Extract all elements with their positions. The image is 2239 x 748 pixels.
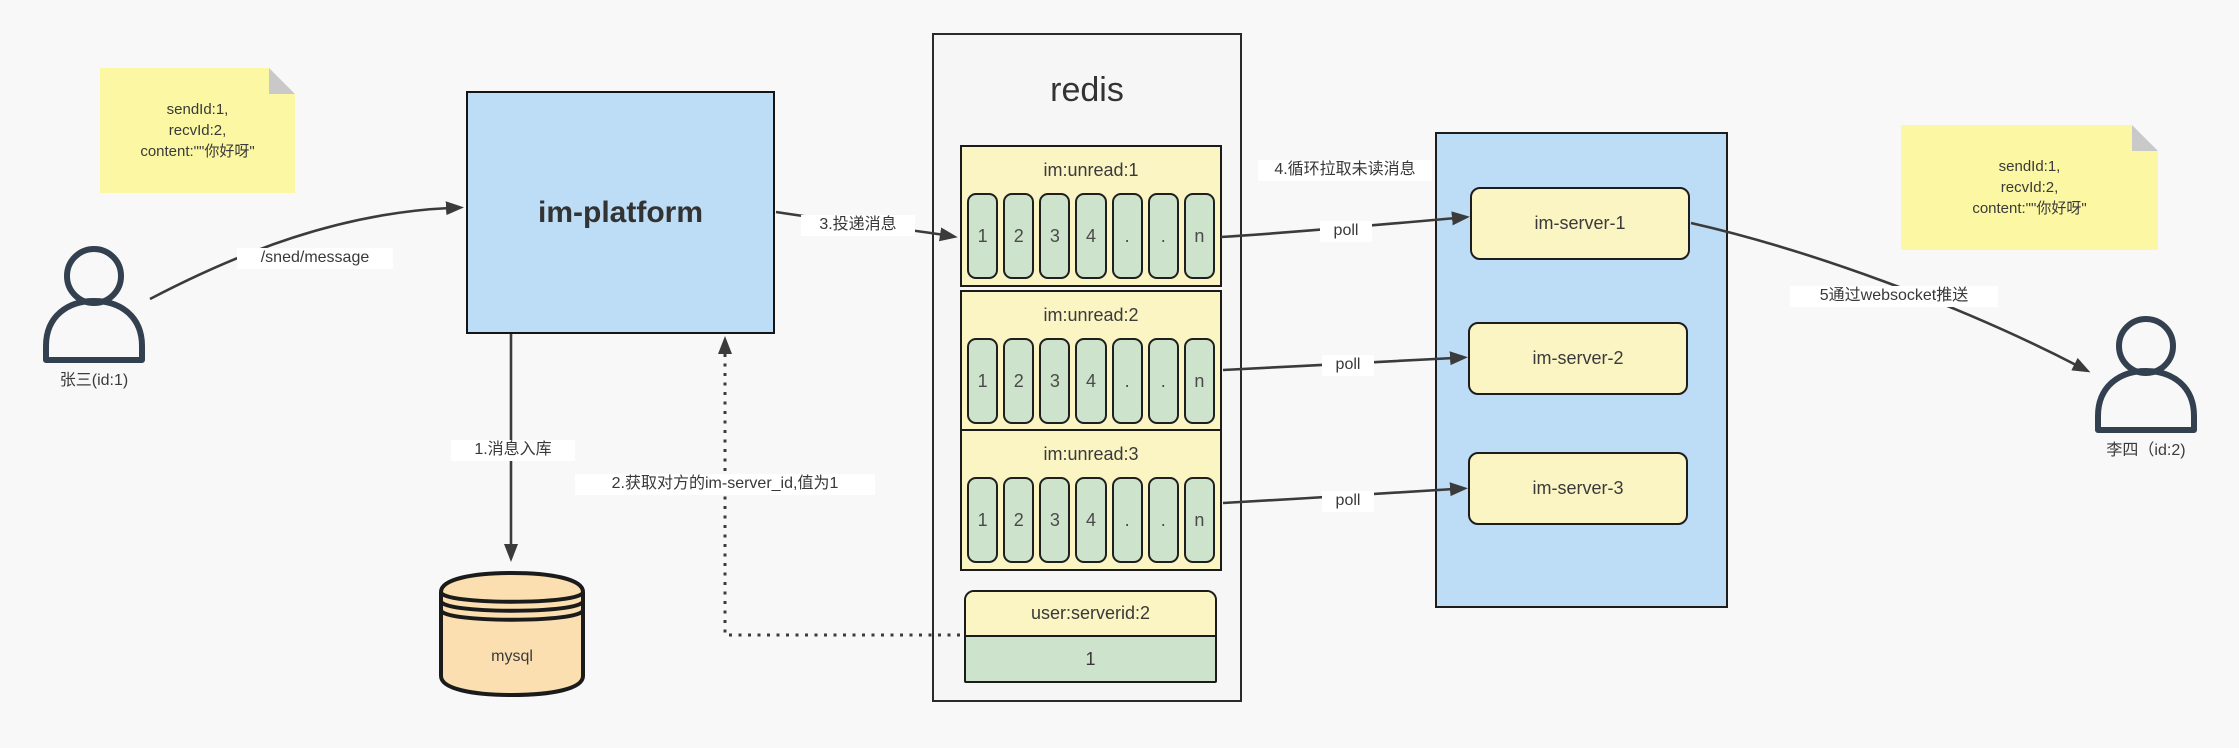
user-icon-receiver (2095, 316, 2197, 433)
note-fold-corner-icon (269, 68, 295, 94)
queue-cells: 1 2 3 4 . . n (962, 193, 1220, 285)
edge-label-pull: 4.循环拉取未读消息 (1258, 160, 1432, 181)
queue-cell: n (1183, 338, 1215, 424)
edge-label-send: /sned/message (237, 248, 393, 269)
edge-label-deliver: 3.投递消息 (801, 215, 915, 236)
queue-cell: . (1111, 193, 1143, 279)
user-serverid-value: 1 (966, 637, 1215, 681)
redis-title: redis (1050, 71, 1124, 109)
note-line: content:""你好呀" (140, 143, 255, 160)
queue-im-unread-3: im:unread:3 1 2 3 4 . . n (960, 429, 1222, 571)
im-server-3-node: im-server-3 (1468, 452, 1688, 525)
im-server-1-label: im-server-1 (1534, 213, 1626, 233)
im-platform-node: im-platform (466, 91, 775, 334)
im-platform-label: im-platform (538, 195, 703, 229)
im-server-3-label: im-server-3 (1532, 478, 1624, 498)
queue-cell: . (1147, 477, 1179, 563)
receiver-label: 李四（id:2) (2106, 442, 2186, 459)
queue-cell: 1 (967, 338, 999, 424)
queue-cell: 3 (1039, 193, 1071, 279)
queue-cell: . (1111, 477, 1143, 563)
note-fold-corner-icon (2132, 125, 2158, 151)
im-server-1-node: im-server-1 (1470, 187, 1690, 260)
queue-cells: 1 2 3 4 . . n (962, 338, 1220, 430)
note-line: recvId:2, (168, 122, 227, 139)
queue-cells: 1 2 3 4 . . n (962, 477, 1220, 569)
queue-cell: 4 (1075, 477, 1107, 563)
queue-cell: . (1147, 193, 1179, 279)
note-line: sendId:1, (1998, 158, 2061, 175)
queue-cell: n (1183, 193, 1215, 279)
queue-cell: . (1147, 338, 1179, 424)
edge-label-poll-2: poll (1322, 355, 1374, 376)
queue-cell: 1 (967, 477, 999, 563)
sticky-note-receiver: sendId:1, recvId:2, content:""你好呀" (1901, 125, 2158, 250)
mysql-label: mysql (491, 648, 533, 665)
sticky-note-sender: sendId:1, recvId:2, content:""你好呀" (100, 68, 295, 193)
edge-label-poll-3: poll (1322, 491, 1374, 512)
note-line: content:""你好呀" (1972, 200, 2087, 217)
user-serverid-key: user:serverid:2 (966, 592, 1215, 637)
queue-cell: 3 (1039, 477, 1071, 563)
edge-label-lookup: 2.获取对方的im-server_id,值为1 (575, 474, 875, 495)
queue-cell: 3 (1039, 338, 1071, 424)
edge-label-store: 1.消息入库 (451, 440, 575, 461)
queue-cell: 4 (1075, 338, 1107, 424)
im-server-2-node: im-server-2 (1468, 322, 1688, 395)
edge-label-push: 5通过websocket推送 (1790, 286, 1998, 307)
queue-cell: 4 (1075, 193, 1107, 279)
queue-cell: . (1111, 338, 1143, 424)
queue-cell: 2 (1003, 338, 1035, 424)
queue-cell: 1 (967, 193, 999, 279)
queue-cell: n (1183, 477, 1215, 563)
user-icon-sender (43, 246, 145, 363)
queue-cell: 2 (1003, 477, 1035, 563)
user-serverid-node: user:serverid:2 1 (964, 590, 1217, 683)
note-line: sendId:1, (166, 101, 229, 118)
edge-label-poll-1: poll (1320, 221, 1372, 242)
queue-cell: 2 (1003, 193, 1035, 279)
mysql-cylinder-icon (439, 570, 585, 698)
queue-name: im:unread:1 (1043, 159, 1139, 180)
queue-name: im:unread:2 (1043, 304, 1139, 325)
queue-name: im:unread:3 (1043, 443, 1139, 464)
queue-im-unread-1: im:unread:1 1 2 3 4 . . n (960, 145, 1222, 287)
note-line: recvId:2, (2000, 179, 2059, 196)
sender-label: 张三(id:1) (59, 372, 129, 389)
redis-container: redis im:unread:1 1 2 3 4 . . n im:unrea… (932, 33, 1242, 702)
queue-im-unread-2: im:unread:2 1 2 3 4 . . n (960, 290, 1222, 432)
im-server-2-label: im-server-2 (1532, 348, 1624, 368)
